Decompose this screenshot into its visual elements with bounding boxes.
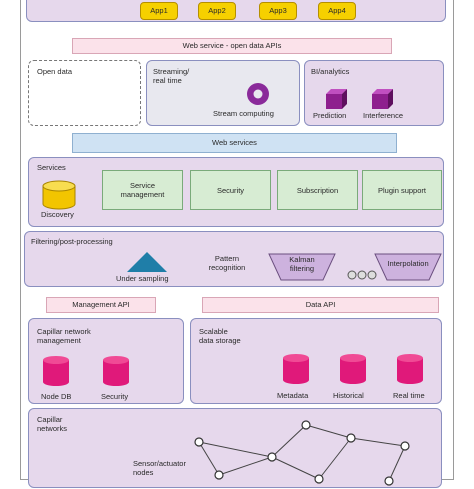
real-time-database-icon [397, 354, 423, 384]
sensor-node [314, 474, 324, 484]
data-api-bar: Data API [202, 297, 439, 313]
services-label: Services [37, 163, 66, 172]
prediction-label: Prediction [313, 111, 347, 120]
web-service-open-data-bar: Web service - open data APIs [72, 38, 392, 54]
capillar-network-management-box: Capillar network management Node DB Secu… [28, 318, 184, 404]
filtering-label: Filtering/post-processing [31, 237, 113, 246]
management-api-bar: Management API [46, 297, 156, 313]
stream-computing-label: Stream computing [213, 109, 274, 118]
web-services-bar: Web services [72, 133, 397, 153]
open-data-box: Open data [28, 60, 141, 126]
bi-analytics-box: BI/analytics Prediction Interference [304, 60, 444, 126]
sensor-node [194, 437, 204, 447]
interpolation-shape [374, 253, 442, 281]
service-management-box: Service management [102, 170, 183, 210]
interference-label: Interference [363, 111, 404, 120]
node-db-label: Node DB [41, 392, 72, 401]
interference-cube-icon [372, 89, 393, 109]
discovery-database-icon [42, 180, 76, 210]
scalable-data-storage-box: Scalable data storage Metadata Historica… [190, 318, 442, 404]
app2-box: App2 [198, 2, 236, 20]
sensor-network-graph [194, 420, 410, 486]
metadata-label: Metadata [277, 391, 309, 400]
prediction-cube-icon [326, 89, 347, 109]
subscription-box: Subscription [277, 170, 358, 210]
open-data-label: Open data [37, 67, 73, 76]
under-sampling-label: Under sampling [116, 274, 169, 283]
capillar-networks-label: Capillar networks [37, 415, 68, 433]
historical-label: Historical [333, 391, 364, 400]
streaming-label: Streaming/ real time [153, 67, 190, 85]
sensor-node [267, 452, 277, 462]
historical-database-icon [340, 354, 366, 384]
capillar-network-management-label: Capillar network management [37, 327, 91, 345]
app1-box: App1 [140, 2, 178, 20]
sensor-node [301, 420, 311, 430]
streaming-box: Streaming/ real time Stream computing [146, 60, 300, 126]
metadata-database-icon [283, 354, 309, 384]
sensor-node [400, 441, 410, 451]
capillar-networks-box: Capillar networks Sensor/actuator nodes [28, 408, 442, 488]
security-service-box: Security [190, 170, 271, 210]
app4-box: App4 [318, 2, 356, 20]
stream-computing-icon [247, 83, 269, 105]
app3-box: App3 [259, 2, 297, 20]
sensor-node [384, 476, 394, 486]
applications-layer [26, 0, 446, 22]
filtering-layer: Filtering/post-processing Under sampling… [24, 231, 444, 287]
services-layer: Services Discovery Service management Se… [28, 157, 444, 227]
security-db-label: Security [101, 392, 129, 401]
sensor-node [346, 433, 356, 443]
under-sampling-triangle-icon [127, 252, 167, 272]
discovery-label: Discovery [41, 210, 74, 219]
kalman-filtering-shape [268, 253, 336, 281]
sensor-node [214, 470, 224, 480]
security-db-database-icon [103, 356, 129, 386]
sensor-actuator-nodes-label: Sensor/actuator nodes [133, 459, 186, 477]
pattern-recognition-label: Pattern recognition [208, 254, 246, 272]
node-db-database-icon [43, 356, 69, 386]
scalable-storage-label: Scalable data storage [199, 327, 241, 345]
plugin-support-box: Plugin support [362, 170, 442, 210]
more-filters-dots-icon [347, 270, 377, 280]
interpolation-label: Interpolation [387, 259, 429, 268]
bi-analytics-label: BI/analytics [311, 67, 350, 76]
kalman-filtering-label: Kalman filtering [289, 255, 315, 273]
real-time-label: Real time [393, 391, 425, 400]
